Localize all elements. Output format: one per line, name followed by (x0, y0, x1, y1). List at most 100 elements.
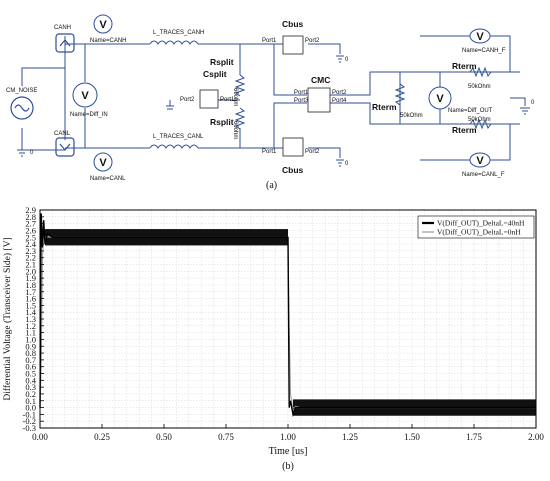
y-tick-label: 0.6 (25, 362, 36, 372)
label-ground-left: 0 (30, 150, 34, 156)
label-port2-cbus-bottom: Port2 (305, 149, 320, 155)
x-tick-label: 1.00 (280, 432, 296, 442)
legend: V(Diff_OUT)_DeltaL=40nH V(Diff_OUT)_Delt… (417, 215, 535, 239)
y-axis-label: Differential Voltage (Transceiver Side) … (2, 237, 13, 400)
label-canh: CANH (54, 25, 71, 31)
probe-canl-symbol: V (99, 157, 107, 169)
label-60ohm-bottom: 60ohm (232, 121, 238, 139)
y-tick-label: 0.4 (25, 375, 36, 385)
y-tick-label: 1.0 (25, 334, 36, 344)
label-rterm-left: Rterm (372, 102, 397, 112)
label-port2-csplit: Port2 (180, 97, 195, 103)
probe-diff-in-symbol: V (81, 90, 89, 102)
probe-diff-out-icon (428, 86, 452, 110)
label-50kohm-bottom: 50kOhm (468, 117, 491, 123)
label-port1-cbus-top: Port1 (262, 38, 277, 44)
label-rterm-bottom: Rterm (452, 125, 477, 135)
label-50kohm-left: 50kOhm (400, 113, 423, 119)
plot-ticks: 0.00 0.25 0.50 0.75 1.00 1.25 1.50 1.75 2.00 -0.3… (23, 205, 545, 442)
plot-panel: 0.00 0.25 0.50 0.75 1.00 1.25 1.50 1.75 2.00 -0.3… (2, 205, 545, 472)
label-port4-cmc: Port4 (332, 98, 347, 104)
label-cbus-top: Cbus (282, 19, 304, 29)
label-ground-cbus-bottom: 0 (345, 161, 349, 167)
y-tick-label: 1.6 (25, 294, 36, 304)
y-tick-label: 0.8 (25, 348, 36, 358)
y-tick-label: 2.2 (25, 253, 36, 263)
label-cm-noise: CM_NOISE (6, 88, 37, 94)
x-tick-label: 1.75 (466, 432, 482, 442)
y-tick-label: 0.7 (25, 355, 36, 365)
y-tick-label: 2.8 (25, 212, 36, 222)
y-tick-label: 2.0 (25, 266, 36, 276)
x-tick-label: 1.50 (404, 432, 420, 442)
probe-canh-icon (93, 14, 113, 34)
y-tick-label: 0.3 (25, 382, 36, 392)
x-tick-label: 0.00 (32, 432, 48, 442)
label-port2-cbus-top: Port2 (305, 38, 320, 44)
y-tick-label: 1.7 (25, 287, 36, 297)
x-tick-label: 2.00 (528, 432, 544, 442)
label-rterm-top: Rterm (452, 61, 477, 71)
x-tick-label: 0.50 (156, 432, 172, 442)
label-port1-cbus-bottom: Port1 (262, 149, 277, 155)
probe-canh-f-icon (469, 28, 491, 44)
legend-label-0nh: V(Diff_OUT)_DeltaL=0nH (437, 228, 521, 237)
y-tick-label: -0.1 (23, 409, 36, 419)
panel-a-caption: (a) (266, 180, 277, 191)
probe-diff-out-symbol: V (436, 93, 444, 105)
y-tick-label: 1.4 (25, 307, 36, 317)
label-cmc: CMC (311, 75, 330, 85)
series-line-40nh (39, 213, 536, 418)
label-l-traces-canl: L_TRACES_CANL (153, 134, 204, 140)
y-tick-label: 0.9 (25, 341, 36, 351)
label-cbus-bottom: Cbus (282, 165, 304, 175)
probe-diff-in-icon (72, 82, 98, 108)
x-tick-label: 0.75 (218, 432, 234, 442)
y-tick-label: -0.3 (23, 423, 36, 433)
y-tick-label: 2.1 (25, 260, 36, 270)
label-rsplit-top: Rsplit (210, 57, 234, 67)
label-50kohm-top: 50kOhm (468, 84, 491, 90)
y-tick-label: -0.2 (23, 416, 36, 426)
probe-canl-f-symbol: V (476, 155, 484, 167)
probe-canl-icon (93, 152, 113, 172)
plot-series (39, 213, 536, 418)
legend-label-40nh: V(Diff_OUT)_DeltaL=40nH (437, 219, 525, 228)
label-name-canl-f: Name=CANL_F (462, 172, 505, 178)
cbus-top-box (282, 35, 304, 55)
x-tick-label: 1.25 (342, 432, 358, 442)
label-ground-right: 0 (531, 100, 535, 106)
y-tick-label: 0.2 (25, 389, 36, 399)
probe-canh-symbol: V (99, 19, 107, 31)
label-csplit: Csplit (203, 69, 227, 79)
y-tick-label: 1.8 (25, 280, 36, 290)
y-tick-label: 1.2 (25, 321, 36, 331)
csplit-box (199, 89, 219, 109)
x-tick-label: 0.25 (94, 432, 110, 442)
label-canl: CANL (54, 131, 71, 137)
y-tick-label: 0.0 (25, 403, 36, 413)
y-tick-label: 1.9 (25, 273, 36, 283)
y-tick-label: 1.5 (25, 300, 36, 310)
label-l-traces-canh: L_TRACES_CANH (153, 30, 204, 36)
label-name-diff-in: Name=Diff_IN (70, 112, 108, 118)
label-rsplit-bottom: Rsplit (210, 117, 234, 127)
y-tick-label: 2.7 (25, 219, 36, 229)
label-port1-csplit: Port1 (220, 97, 235, 103)
label-name-canh-f: Name=CANH_F (462, 48, 506, 54)
plot-grid (39, 209, 537, 429)
label-name-canh: Name=CANH (90, 38, 127, 44)
label-port1-cmc: Port1 (294, 90, 309, 96)
y-tick-label: 2.3 (25, 246, 36, 256)
label-name-canl: Name=CANL (90, 176, 126, 182)
y-tick-label: 1.1 (25, 328, 36, 338)
y-tick-label: 2.9 (25, 205, 36, 215)
y-tick-label: 1.3 (25, 314, 36, 324)
y-tick-label: 0.5 (25, 369, 36, 379)
label-60ohm-top: 60ohm (232, 88, 238, 106)
cmc-box (307, 87, 331, 113)
panel-b-caption: (b) (282, 461, 294, 472)
y-tick-label: 2.5 (25, 232, 36, 242)
label-ground-cbus-top: 0 (345, 57, 349, 63)
legend-box (417, 215, 535, 239)
